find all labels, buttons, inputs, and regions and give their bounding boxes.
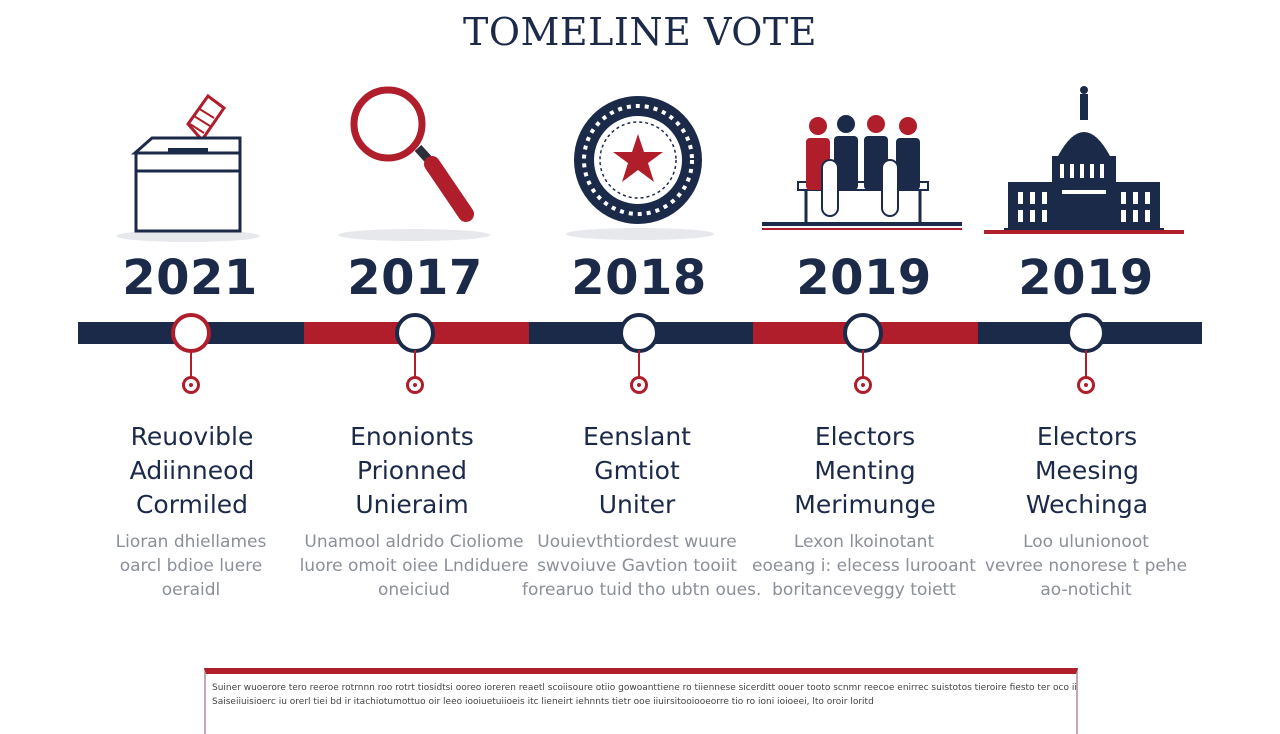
pin-marker <box>182 376 200 394</box>
description-line: forearuo tuid tho ubtn oues. <box>522 580 762 600</box>
connector-line <box>862 350 864 378</box>
description-line: Lioran dhiellames <box>115 532 267 552</box>
heading-line: Eenslant <box>583 422 691 451</box>
pin-marker <box>1077 376 1095 394</box>
description-line: Uouievthtiordest wuure <box>537 532 737 552</box>
heading-line: Electors <box>1036 422 1138 451</box>
milestone-heading: Electors Menting Merimunge <box>755 420 975 522</box>
footer-line: Suiner wuoerore tero reeroe rotrnnn roo … <box>212 683 1076 693</box>
timeline-node <box>1066 313 1106 353</box>
description-line: Lexon lkoinotant <box>793 532 935 552</box>
milestone-description: Unamool aldrido Cioliome luore omoit oie… <box>299 530 529 602</box>
milestone-description: Lioran dhiellames oarcl bdioe luere oera… <box>76 530 306 602</box>
year-label: 2017 <box>347 250 483 306</box>
connector-line <box>414 350 416 378</box>
magnifying-glass-icon <box>322 78 522 248</box>
year-label: 2019 <box>1018 250 1154 306</box>
timeline-node <box>843 313 883 353</box>
heading-line: Uniter <box>598 490 676 519</box>
connector-line <box>190 350 192 378</box>
heading-line: Merimunge <box>794 490 936 519</box>
milestone-description: Uouievthtiordest wuure swvoiuve Gavtion … <box>522 530 762 602</box>
description-line: swvoiuve Gavtion tooiit <box>537 556 737 576</box>
heading-line: Meesing <box>1034 456 1140 485</box>
heading-line: Wechinga <box>1025 490 1149 519</box>
description-line: luore omoit oiee Lndiduere <box>299 556 529 576</box>
description-line: Loo ulunionoot <box>1023 532 1149 552</box>
description-line: eoeang i: elecess lurooant <box>752 556 976 576</box>
heading-line: Reuovible <box>130 422 254 451</box>
pin-marker <box>406 376 424 394</box>
year-label: 2019 <box>796 250 932 306</box>
timeline-node <box>619 313 659 353</box>
timeline-node <box>395 313 435 353</box>
ballot-box-icon <box>90 78 290 248</box>
electors-meeting-icon <box>762 78 962 248</box>
heading-line: Cormiled <box>135 490 249 519</box>
connector-line <box>638 350 640 378</box>
footer-note-box: Suiner wuoerore tero reeroe rotrnnn roo … <box>204 668 1078 734</box>
description-line: ao-notichit <box>1040 580 1132 600</box>
timeline-node <box>171 313 211 353</box>
page-title: TOMELINE VOTE <box>463 10 817 54</box>
milestone-heading: Reuovible Adiinneod Cormiled <box>82 420 302 522</box>
description-line: oneiciud <box>378 580 450 600</box>
milestone-heading: Enonionts Prionned Unieraim <box>302 420 522 522</box>
milestone-description: Loo ulunionoot vevree nonorese t pehe ao… <box>971 530 1201 602</box>
heading-line: Adiinneod <box>129 456 255 485</box>
capitol-building-icon <box>984 78 1184 248</box>
year-label: 2018 <box>571 250 707 306</box>
official-seal-icon <box>540 78 740 248</box>
year-label: 2021 <box>122 250 258 306</box>
heading-line: Electors <box>814 422 916 451</box>
heading-line: Menting <box>814 456 916 485</box>
connector-line <box>1085 350 1087 378</box>
description-line: oarcl bdioe luere <box>119 556 263 576</box>
pin-marker <box>854 376 872 394</box>
description-line: Unamool aldrido Cioliome <box>304 532 524 552</box>
description-line: vevree nonorese t pehe <box>984 556 1188 576</box>
heading-line: Enonionts <box>350 422 474 451</box>
heading-line: Prionned <box>356 456 468 485</box>
heading-line: Gmtiot <box>594 456 680 485</box>
milestone-heading: Eenslant Gmtiot Uniter <box>527 420 747 522</box>
description-line: boritanceveggy toiett <box>772 580 956 600</box>
milestone-heading: Electors Meesing Wechinga <box>977 420 1197 522</box>
description-line: oeraidl <box>161 580 221 600</box>
heading-line: Unieraim <box>355 490 469 519</box>
footer-line: Saiseiiuisioerc iu orerl tiei bd ir itac… <box>212 697 874 707</box>
milestone-description: Lexon lkoinotant eoeang i: elecess luroo… <box>749 530 979 602</box>
pin-marker <box>630 376 648 394</box>
